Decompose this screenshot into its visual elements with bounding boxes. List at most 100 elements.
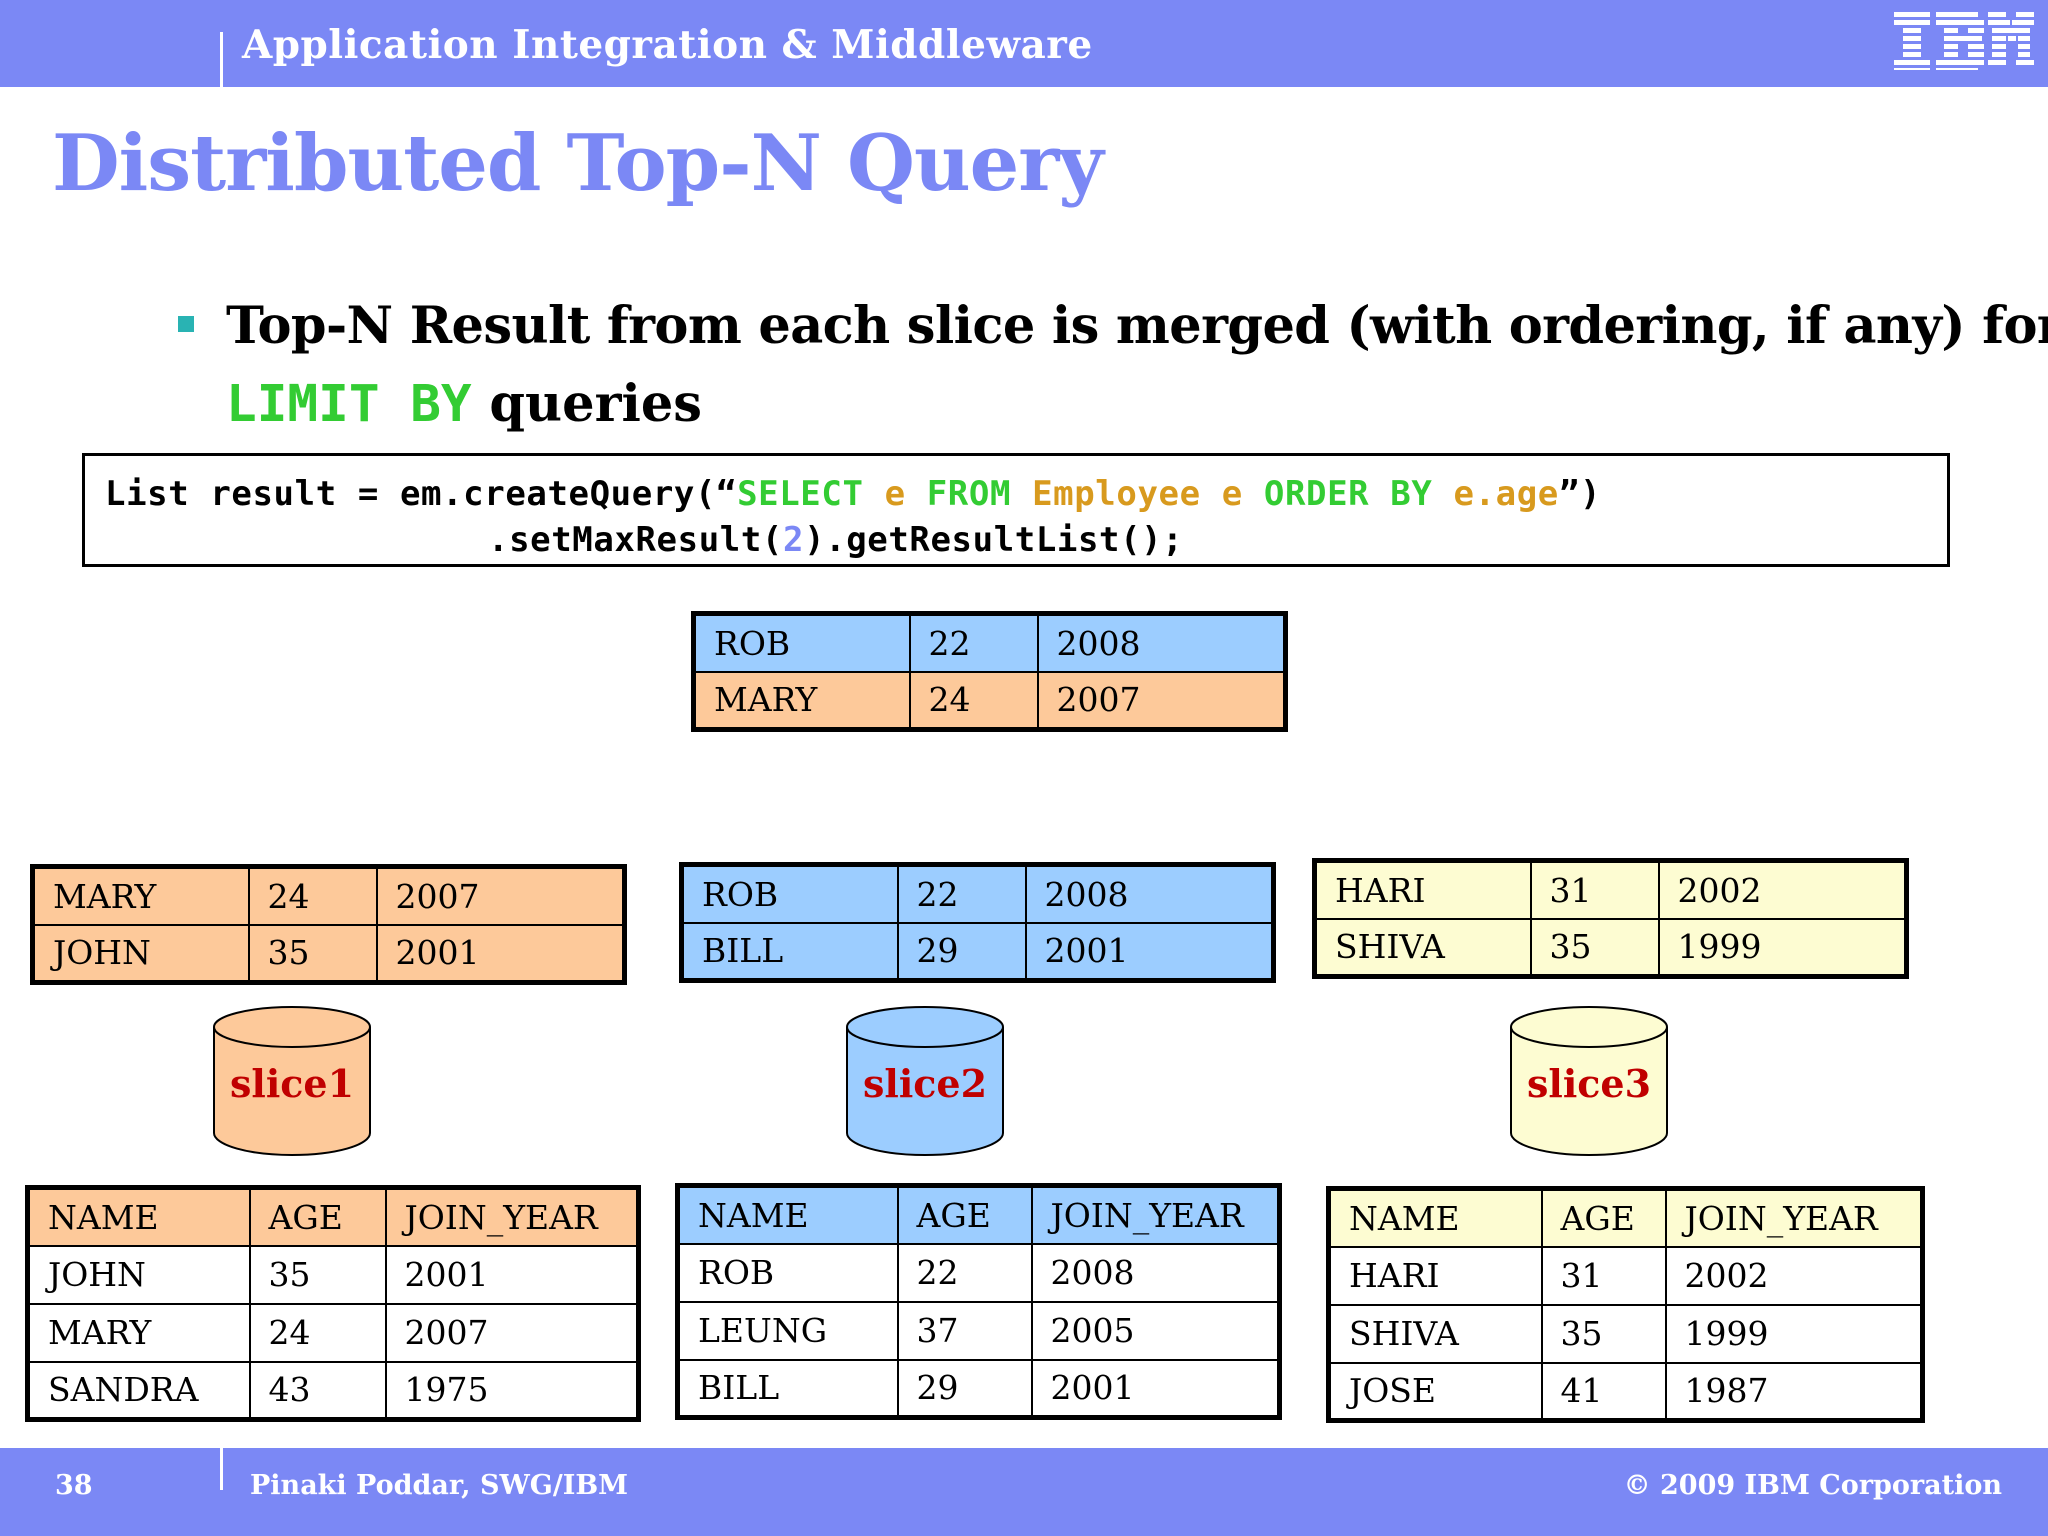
table-cell: 2008 [1036, 612, 1287, 673]
table-cell: 2007 [1036, 670, 1287, 731]
column-header: NAME [676, 1184, 899, 1245]
table-cell: 1975 [384, 1360, 640, 1421]
bullet-keyword: LIMIT BY [226, 375, 472, 434]
table-cell: 2002 [1657, 859, 1908, 920]
column-header: JOIN_YEAR [1030, 1184, 1281, 1245]
table-cell: LEUNG [676, 1300, 899, 1361]
table-cell: 24 [908, 670, 1039, 731]
table-cell: 31 [1529, 859, 1660, 920]
code-token: Employee e [1032, 474, 1264, 514]
table-cell: 24 [248, 1302, 387, 1363]
slice2-database: slice2 [845, 1005, 1005, 1157]
bullet-text-line1: Top-N Result from each slice is merged (… [226, 296, 2048, 356]
table-cell: 22 [896, 863, 1027, 924]
table-cell: ROB [692, 612, 911, 673]
code-token: ORDER BY [1263, 474, 1454, 514]
table-cell: HARI [1327, 1245, 1543, 1306]
slice1-database: slice1 [212, 1005, 372, 1157]
table-cell: 1999 [1657, 917, 1908, 978]
table-cell: SHIVA [1327, 1303, 1543, 1364]
code-token: SELECT [737, 474, 885, 514]
table-cell: 29 [896, 921, 1027, 982]
code-line-2: .setMaxResult(2).getResultList(); [488, 520, 1183, 560]
table-cell: BILL [676, 1358, 899, 1419]
column-header: AGE [248, 1186, 387, 1247]
table-cell: MARY [692, 670, 911, 731]
table-cell: 2008 [1030, 1242, 1281, 1303]
table-cell: 2001 [375, 923, 626, 984]
table-cell: 22 [908, 612, 1039, 673]
table-cell: 2001 [1024, 921, 1275, 982]
table-cell: HARI [1313, 859, 1532, 920]
column-header: JOIN_YEAR [1664, 1187, 1924, 1248]
table-cell: MARY [31, 865, 250, 926]
slice3-database: slice3 [1509, 1005, 1669, 1157]
table-cell: MARY [26, 1302, 251, 1363]
code-token: .setMaxResult( [488, 520, 783, 560]
table-cell: 22 [896, 1242, 1033, 1303]
header-title: Application Integration & Middleware [242, 22, 1093, 68]
table-cell: JOSE [1327, 1361, 1543, 1422]
code-token: ).getResultList(); [804, 520, 1184, 560]
table-cell: 35 [248, 1244, 387, 1305]
database-cylinder-icon [846, 1006, 1004, 1156]
table-cell: JOHN [26, 1244, 251, 1305]
slice2-label: slice2 [862, 1061, 988, 1106]
table-cell: 29 [896, 1358, 1033, 1419]
bullet-marker [178, 316, 194, 332]
code-token: FROM [926, 474, 1033, 514]
code-box: List result = em.createQuery(“SELECT e F… [82, 453, 1950, 567]
database-cylinder-icon [213, 1006, 371, 1156]
table-cell: 2001 [1030, 1358, 1281, 1419]
table-cell: 43 [248, 1360, 387, 1421]
table-cell: JOHN [31, 923, 250, 984]
table-cell: 2002 [1664, 1245, 1924, 1306]
table-cell: 2007 [384, 1302, 640, 1363]
table-cell: 1987 [1664, 1361, 1924, 1422]
table-cell: 1999 [1664, 1303, 1924, 1364]
header-divider [220, 32, 223, 87]
table-cell: SHIVA [1313, 917, 1532, 978]
table-cell: 35 [247, 923, 378, 984]
footer-copyright: © 2009 IBM Corporation [1623, 1470, 2002, 1501]
ibm-logo-icon [1894, 12, 2034, 70]
table-cell: 31 [1540, 1245, 1667, 1306]
table-cell: ROB [680, 863, 899, 924]
column-header: AGE [1540, 1187, 1667, 1248]
code-token: e.age [1453, 474, 1559, 514]
database-cylinder-icon [1510, 1006, 1668, 1156]
column-header: AGE [896, 1184, 1033, 1245]
header-band [0, 0, 2048, 87]
slice1-label: slice1 [229, 1061, 355, 1106]
table-cell: BILL [680, 921, 899, 982]
code-token: 2 [782, 520, 805, 560]
table-cell: 2005 [1030, 1300, 1281, 1361]
table-cell: 41 [1540, 1361, 1667, 1422]
table-cell: SANDRA [26, 1360, 251, 1421]
slice3-label: slice3 [1526, 1061, 1652, 1106]
code-token: List result = em.createQuery(“ [105, 474, 738, 514]
slide-number: 38 [55, 1470, 93, 1501]
footer-band [0, 1448, 2048, 1536]
